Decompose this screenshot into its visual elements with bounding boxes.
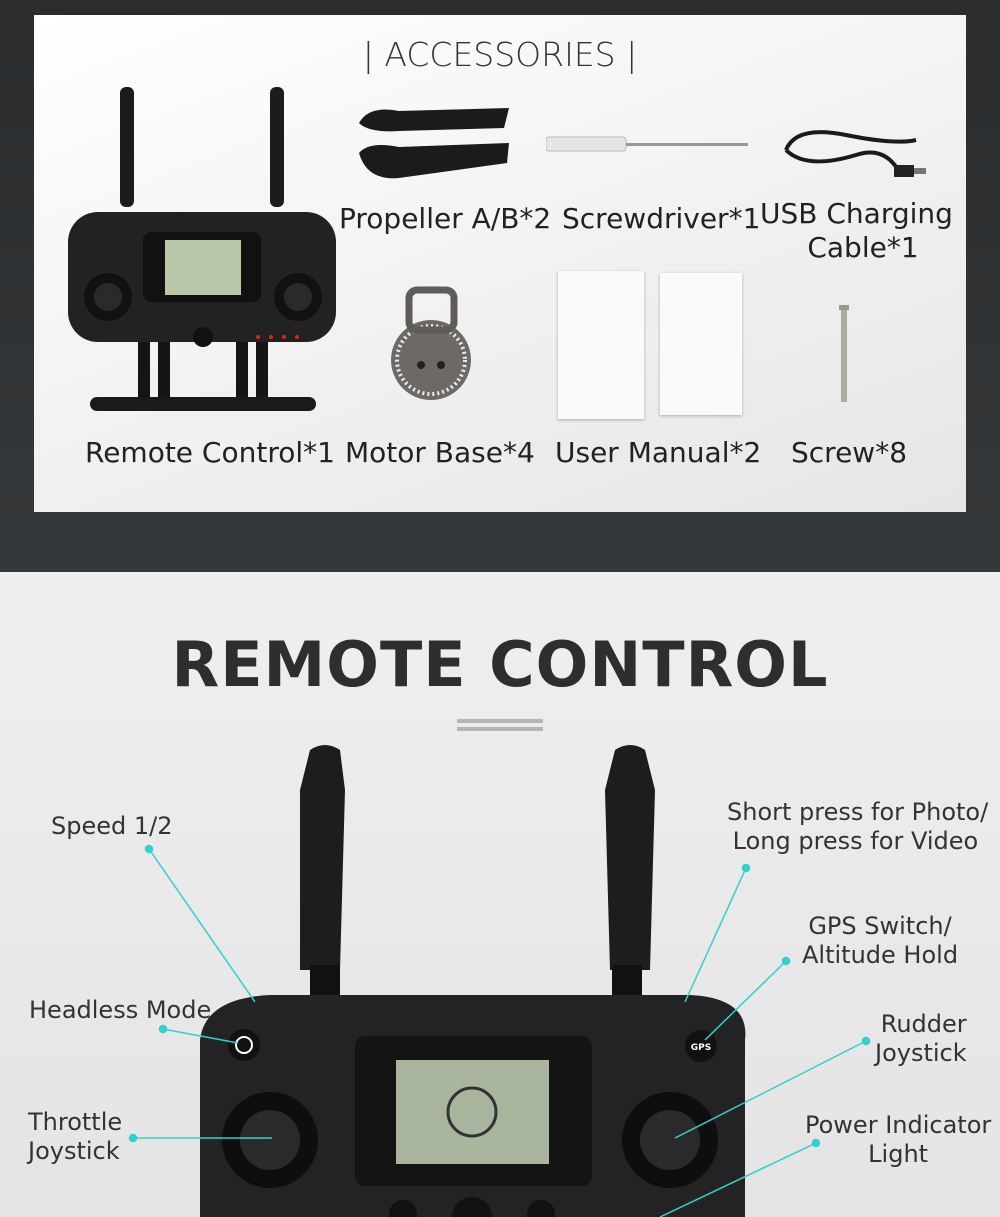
divider-bar: [457, 727, 543, 731]
user-manual-page-1: [558, 271, 644, 419]
callout-headless: Headless Mode: [29, 996, 212, 1024]
callout-speed: Speed 1/2: [51, 812, 173, 840]
screwdriver-image: [546, 136, 748, 152]
remote-control-large-image: GPS: [128, 745, 871, 1217]
callout-power-line1: Power Indicator: [805, 1111, 992, 1139]
accessories-title-text: ACCESSORIES: [384, 35, 616, 74]
motor-base-label: Motor Base*4: [345, 436, 535, 469]
motor-base-image: [391, 286, 471, 400]
callout-rudder-line1: Rudder: [880, 1010, 967, 1038]
usb-cable-label-line2: Cable*1: [807, 231, 919, 264]
callout-lines: [128, 844, 871, 1217]
callout-throttle-line1: Throttle: [28, 1108, 123, 1136]
callout-photo-line2: Long press for Video: [732, 827, 979, 855]
accessories-title: | ACCESSORIES |: [362, 35, 638, 74]
screw-label: Screw*8: [791, 436, 908, 469]
propeller-label: Propeller A/B*2: [339, 202, 552, 235]
screwdriver-label: Screwdriver*1: [562, 202, 761, 235]
usb-cable-image: [784, 130, 926, 177]
screw-image: [839, 305, 849, 402]
user-manual-label: User Manual*2: [555, 436, 762, 469]
accessories-section: | ACCESSORIES | Propeller A/B*2 Screwdri…: [0, 0, 1000, 572]
callout-power-line2: Light: [868, 1140, 929, 1168]
callout-photo-line1: Short press for Photo/: [727, 798, 989, 826]
remote-control-label: Remote Control*1: [85, 436, 335, 469]
user-manual-page-2: [660, 273, 742, 415]
callout-gps-line2: Altitude Hold: [802, 941, 959, 969]
callout-gps: GPS Switch/Altitude Hold: [802, 912, 958, 970]
remote-control-title: REMOTE CONTROL: [171, 628, 829, 701]
usb-cable-label-line1: USB Charging: [760, 197, 953, 230]
divider-bar: [457, 719, 543, 723]
gps-button-label: GPS: [691, 1043, 711, 1053]
callout-throttle-line2: Joystick: [28, 1137, 120, 1165]
remote-control-image: [68, 87, 336, 411]
propeller-image: [359, 108, 509, 179]
callout-rudder-line2: Joystick: [875, 1039, 967, 1067]
callout-gps-line1: GPS Switch/: [808, 912, 952, 940]
accessories-card: | ACCESSORIES | Propeller A/B*2 Screwdri…: [34, 15, 966, 512]
callout-photo-video: Short press for Photo/Long press for Vid…: [727, 798, 988, 856]
